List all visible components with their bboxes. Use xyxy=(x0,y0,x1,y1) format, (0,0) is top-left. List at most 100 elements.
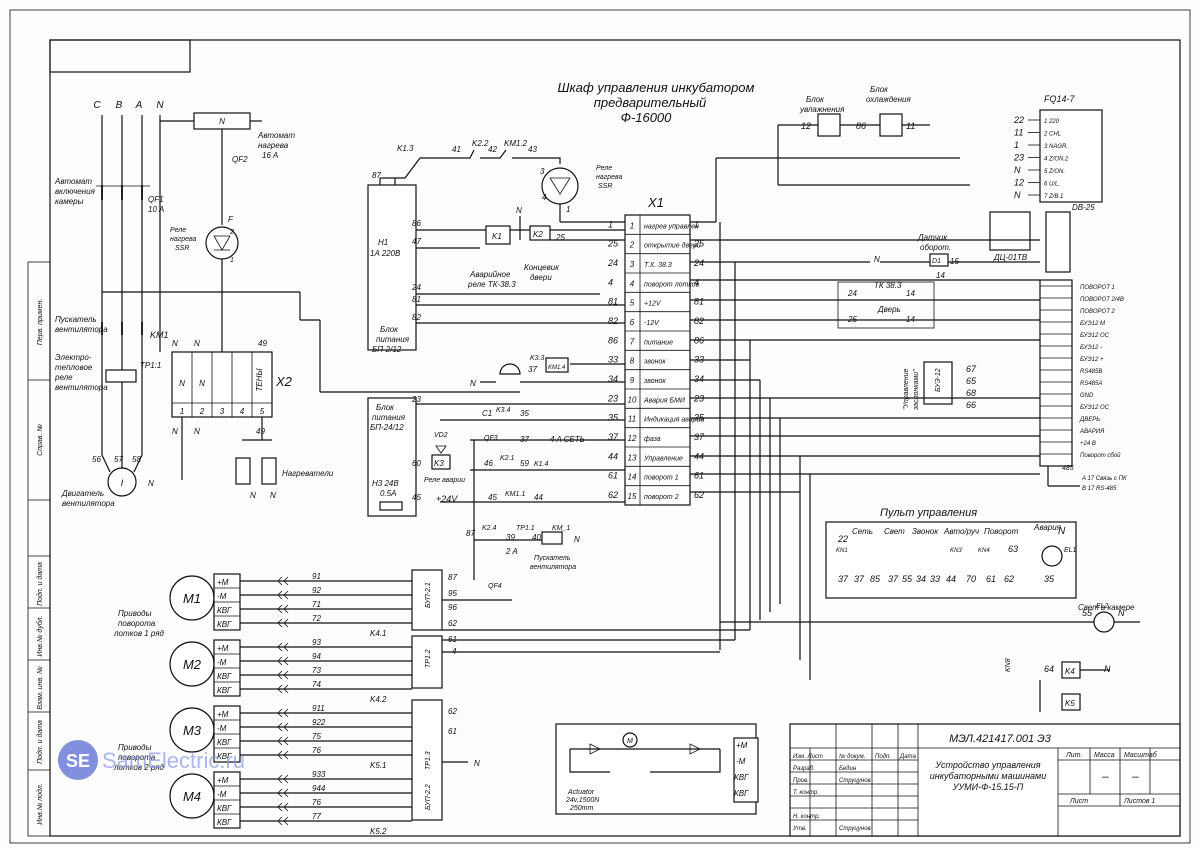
light-chamber-label: Свет в камере xyxy=(1078,603,1135,612)
svg-text:N: N xyxy=(874,255,880,264)
svg-text:3: 3 xyxy=(540,167,545,176)
watermark-badge-text: SE xyxy=(66,751,90,771)
svg-text:24: 24 xyxy=(847,289,857,298)
phase-label: A xyxy=(135,100,143,111)
el2-label: EL2 xyxy=(1096,603,1109,610)
fq-left-wire: 1 xyxy=(1014,140,1019,150)
x1-row-desc: питание xyxy=(644,339,673,346)
motor-wire: 74 xyxy=(312,680,321,689)
svg-text:+M: +M xyxy=(736,741,748,750)
x1-row-desc: -12V xyxy=(644,320,660,327)
x1-row-number: 11 xyxy=(628,415,636,424)
tb-scale: Масштаб xyxy=(1124,751,1158,759)
fq-row: 2 СНL xyxy=(1043,132,1061,138)
plus24-label: +24V xyxy=(436,494,458,504)
motor-wire: 77 xyxy=(312,812,321,821)
x1-row-left-wire: 34 xyxy=(608,374,618,384)
x2-terminal: 1 xyxy=(180,407,184,416)
x1-row-number: 12 xyxy=(628,434,637,443)
svg-text:K4: K4 xyxy=(1065,667,1075,676)
svg-text:KM_1: KM_1 xyxy=(552,525,570,532)
heater-element xyxy=(261,457,277,485)
motor-terminal: +M xyxy=(217,644,229,653)
connector-mark xyxy=(283,788,289,798)
svg-text:67: 67 xyxy=(966,364,977,374)
hum-block-label: Блок xyxy=(806,95,825,104)
relay-f: F xyxy=(228,215,234,224)
x1-row-right-wire: 4 xyxy=(694,277,699,287)
x1-row-right-wire: 1 xyxy=(694,219,699,229)
x1-row-right-wire: 37 xyxy=(694,432,705,442)
tb-role: Т. контр. xyxy=(793,790,819,796)
x1-row-left-wire: 62 xyxy=(608,490,618,500)
svg-text:85: 85 xyxy=(870,574,881,584)
db25-label: DB-25 xyxy=(1072,203,1095,212)
fan-starter-circuit: 87 K2.4 39 TP1.1 40 KM_1 2 A Пускатель в… xyxy=(466,440,580,580)
db25-signal: БУЭ12 + xyxy=(1080,357,1104,363)
x1-row-number: 9 xyxy=(630,376,635,385)
psu1-label: БП-2/12 xyxy=(372,345,402,354)
fq-row: 6 U/L. xyxy=(1044,182,1060,188)
psu2-label: Блок xyxy=(376,403,395,412)
heater-control-chain: K1.3 41 K2.2 42 KM1.2 43 87 3 4 1 Реле н… xyxy=(372,139,625,315)
bus-note: заслонками" xyxy=(913,369,920,411)
svg-text:N: N xyxy=(172,339,178,348)
ssr-relay-heater: F 2 1 Реле нагрева SSR xyxy=(170,160,239,300)
rs-b: B 17 RS-485 xyxy=(1082,486,1117,492)
tb-dash: – xyxy=(1101,769,1109,783)
svg-text:57: 57 xyxy=(114,455,123,464)
svg-text:37: 37 xyxy=(528,365,537,374)
h3-label: H3 24B xyxy=(372,479,399,488)
drives1-label: Приводы xyxy=(118,609,152,618)
svg-text:KM1.4: KM1.4 xyxy=(548,365,566,371)
auto-heat-label: 16 A xyxy=(262,151,278,160)
svg-text:TP1.2: TP1.2 xyxy=(425,649,432,668)
motor-terminal: +M xyxy=(217,776,229,785)
svg-text:I: I xyxy=(121,478,124,488)
fq-left-wire: 22 xyxy=(1013,115,1024,125)
svg-text:34: 34 xyxy=(916,574,926,584)
relay-ssr-label: Реле xyxy=(170,227,186,234)
x1-row-desc: открытие двери xyxy=(644,242,701,250)
svg-text:K5: K5 xyxy=(1065,699,1075,708)
tp11-label: TP1:1 xyxy=(140,361,161,370)
svg-text:K2.2: K2.2 xyxy=(472,139,489,148)
x1-row-left-wire: 44 xyxy=(608,451,618,461)
svg-text:25: 25 xyxy=(555,233,565,242)
x1-row-left-wire: 4 xyxy=(608,277,613,287)
rs485-label: 485 xyxy=(1062,465,1074,472)
motor-terminal: КВГ xyxy=(217,804,232,813)
qf1-label: QF1 xyxy=(148,195,164,204)
svg-text:2: 2 xyxy=(229,229,234,236)
svg-text:N: N xyxy=(270,491,276,500)
x1-row-left-wire: 81 xyxy=(608,297,618,307)
x1-row-right-wire: 34 xyxy=(694,374,704,384)
svg-text:39: 39 xyxy=(506,533,515,542)
psu-2: Блок питания БП-24/12 H3 24B 0.5A 23 60 … xyxy=(367,395,625,517)
km1-label: KM1 xyxy=(150,330,169,340)
db25-signal: GND xyxy=(1080,393,1094,399)
connector-mark xyxy=(277,576,283,586)
watermark-text: SamElectric.ru xyxy=(102,748,245,773)
motor-terminal: КВГ xyxy=(217,752,232,761)
x1-row-number: 8 xyxy=(630,357,635,366)
motor-terminal: -M xyxy=(217,790,227,799)
x1-row-desc: звонок xyxy=(643,378,666,385)
svg-text:KN4: KN4 xyxy=(978,548,990,554)
turn-relays-k4-k5: KN8 64 K4 K5 N xyxy=(1005,658,1111,712)
tb-role: Утв. xyxy=(792,826,807,832)
corner-box xyxy=(49,39,191,73)
drives2-label: Приводы xyxy=(118,743,152,752)
motor-wire: 94 xyxy=(312,652,321,661)
connector-mark xyxy=(283,656,289,666)
relay-ssr2-label: SSR xyxy=(598,183,612,190)
fq-row: 5 Z/ON. xyxy=(1044,169,1065,175)
connector-mark xyxy=(283,708,289,718)
svg-text:14: 14 xyxy=(936,271,945,280)
svg-text:N: N xyxy=(194,339,200,348)
thermal-label: Электро- xyxy=(55,353,92,362)
tb-dash: – xyxy=(1131,769,1139,783)
svg-text:C1: C1 xyxy=(482,409,492,418)
relay-ssr-label: нагрева xyxy=(170,236,196,243)
x1-row-desc: поворот 1 xyxy=(644,475,679,482)
